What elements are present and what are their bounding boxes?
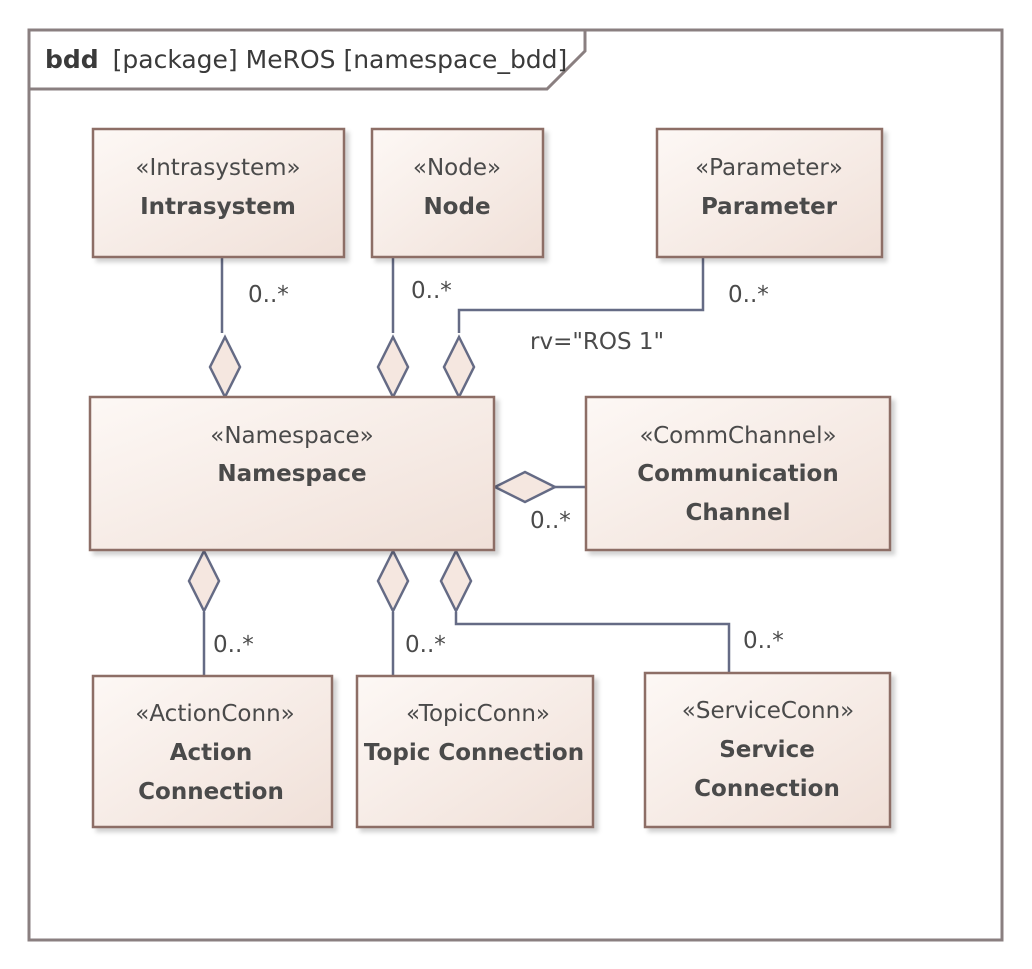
block-action-conn-name-line-1: Action [170,740,253,766]
block-parameter-body[interactable] [655,127,884,259]
block-intrasystem-body[interactable] [91,127,346,259]
block-node-name: Node [423,194,490,220]
comm-channel-multiplicity: 0..* [530,508,571,534]
parameter-connector[interactable] [457,258,705,333]
block-parameter-name: Parameter [701,194,838,220]
connectors [187,258,731,676]
block-action-conn[interactable]: «ActionConn» Action Connection [91,674,334,829]
parameter-multiplicity: 0..* [728,282,769,308]
block-node-body[interactable] [370,127,545,259]
block-service-conn[interactable]: «ServiceConn» Service Connection [643,671,892,829]
block-namespace-body[interactable] [88,395,496,552]
frame-title-tab [29,30,587,91]
block-intrasystem[interactable]: «Intrasystem» Intrasystem [91,127,346,259]
topic-conn-multiplicity: 0..* [405,632,446,658]
action-conn-multiplicity: 0..* [213,632,254,658]
block-topic-conn-body[interactable] [355,674,595,829]
multiplicity-labels: 0..* 0..* 0..* 0..* 0..* 0..* 0..* rv="R… [213,278,784,658]
block-action-conn-stereotype: «ActionConn» [135,701,294,727]
block-node-stereotype: «Node» [413,155,501,181]
comm-channel-aggregation-diamond [492,470,558,504]
node-multiplicity: 0..* [411,278,452,304]
block-service-conn-body[interactable] [643,671,892,829]
block-namespace-name: Namespace [217,461,366,487]
block-comm-channel-stereotype: «CommChannel» [639,423,836,449]
svg-text:bdd [package] MeROS [n: bdd [package] MeROS [namespace_bdd] [45,45,567,74]
service-conn-connector[interactable] [454,612,731,673]
block-parameter-stereotype: «Parameter» [695,155,843,181]
service-conn-multiplicity: 0..* [743,628,784,654]
block-action-conn-name-line-2: Connection [138,779,284,805]
action-conn-aggregation-diamond [187,548,221,614]
parameter-constraint: rv="ROS 1" [530,329,664,355]
intrasystem-multiplicity: 0..* [248,282,289,308]
block-comm-channel-name-line-1: Communication [637,461,838,487]
block-topic-conn[interactable]: «TopicConn» Topic Connection [355,674,595,829]
block-topic-conn-name: Topic Connection [364,740,584,766]
topic-conn-aggregation-diamond [376,548,410,614]
block-action-conn-body[interactable] [91,674,334,829]
block-service-conn-name-line-2: Connection [694,776,840,802]
block-node[interactable]: «Node» Node [370,127,545,259]
frame-keyword: bdd [45,45,99,74]
frame-heading: [package] MeROS [namespace_bdd] [113,45,568,74]
block-comm-channel-body[interactable] [584,395,892,552]
block-parameter[interactable]: «Parameter» Parameter [655,127,884,259]
block-namespace[interactable]: «Namespace» Namespace [88,395,496,552]
block-topic-conn-stereotype: «TopicConn» [406,701,550,727]
block-intrasystem-stereotype: «Intrasystem» [135,155,300,181]
block-namespace-stereotype: «Namespace» [210,423,373,449]
service-conn-aggregation-diamond [439,548,473,614]
block-service-conn-name-line-1: Service [719,737,815,763]
block-comm-channel[interactable]: «CommChannel» Communication Channel [584,395,892,552]
block-intrasystem-name: Intrasystem [140,194,296,220]
frame-title: bdd [package] MeROS [namespace_bdd] [45,45,567,74]
block-service-conn-stereotype: «ServiceConn» [682,698,854,724]
block-comm-channel-name-line-2: Channel [685,500,790,526]
